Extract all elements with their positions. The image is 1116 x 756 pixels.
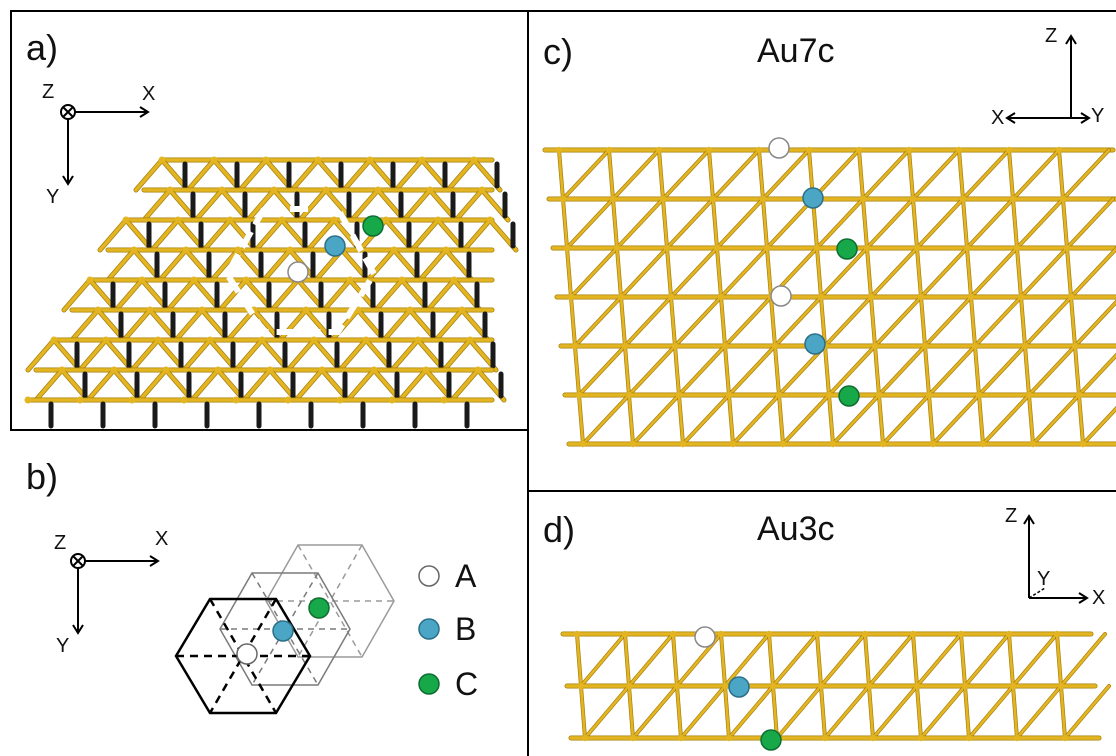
site-a-marker (287, 261, 309, 283)
panel-c-title: Au7c (757, 32, 835, 70)
legend-swatch-a (418, 565, 440, 587)
diagram-site-a (236, 643, 258, 665)
panel-a-axes-icon (60, 104, 150, 186)
panel-c-label: c) (543, 31, 573, 72)
panel-d-axis-x-label: X (1092, 587, 1106, 609)
panel-a-axis-z-label: Z (42, 81, 55, 103)
site-b-marker-c2 (804, 333, 826, 355)
panel-a: a) Z X Y (12, 12, 527, 429)
site-a-marker-c1 (768, 137, 790, 159)
site-a-marker-d (694, 626, 716, 648)
site-c-marker-d (760, 729, 782, 751)
panel-a-overlay (223, 206, 384, 335)
panel-b-axis-z-label: Z (54, 532, 67, 554)
legend-swatch-b (418, 618, 440, 640)
legend-label-b: B (455, 611, 477, 647)
legend-label-c: C (455, 666, 479, 702)
panel-c-axis-x-label: X (991, 107, 1005, 129)
site-c-marker-c2 (838, 385, 860, 407)
panel-c: c) Au7c Z X Y (529, 12, 1116, 490)
site-b-marker-d (728, 676, 750, 698)
diagram-site-c (308, 597, 330, 619)
panel-d-lattice (560, 630, 1111, 742)
horizontal-divider-cd (527, 490, 1116, 492)
panel-a-axis-x-label: X (142, 83, 156, 105)
outer-border-top (10, 10, 1116, 12)
legend-swatch-c (418, 673, 440, 695)
site-c-marker (362, 215, 384, 237)
panel-d-label: d) (543, 509, 576, 550)
panel-b: b) Z X Y (12, 431, 527, 756)
site-b-marker (324, 235, 346, 257)
panel-a-unit-hexagon (223, 206, 378, 335)
panel-d-title: Au3c (757, 510, 835, 548)
panel-b-label: b) (26, 456, 59, 497)
diagram-site-b (272, 620, 294, 642)
site-c-marker-c1 (836, 238, 858, 260)
panel-c-sites (768, 137, 860, 407)
panel-b-axes-icon (70, 553, 160, 635)
panel-b-axis-y-label: Y (56, 635, 70, 657)
panel-b-axis-x-label: X (155, 528, 169, 550)
panel-b-stacking-diagram (174, 544, 395, 715)
panel-d-axes-icon (1023, 514, 1089, 604)
panel-a-label: a) (26, 27, 59, 68)
panel-a-axis-y-label: Y (46, 186, 60, 208)
panel-a-border-bottom (10, 429, 528, 431)
panel-d-axis-y-label: Y (1037, 568, 1051, 590)
site-b-marker-c1 (802, 187, 824, 209)
vertical-divider (527, 10, 529, 756)
panel-a-border-left (10, 10, 12, 430)
panel-c-axes-icon (1005, 34, 1091, 124)
panel-c-axis-z-label: Z (1045, 25, 1058, 47)
panel-c-axis-y-label: Y (1091, 105, 1105, 127)
legend-label-a: A (455, 558, 477, 594)
panel-d: d) Au3c Z Y X (529, 492, 1116, 756)
site-a-marker-c2 (770, 285, 792, 307)
panel-d-sites (694, 626, 782, 751)
panel-d-axis-z-label: Z (1005, 505, 1018, 527)
